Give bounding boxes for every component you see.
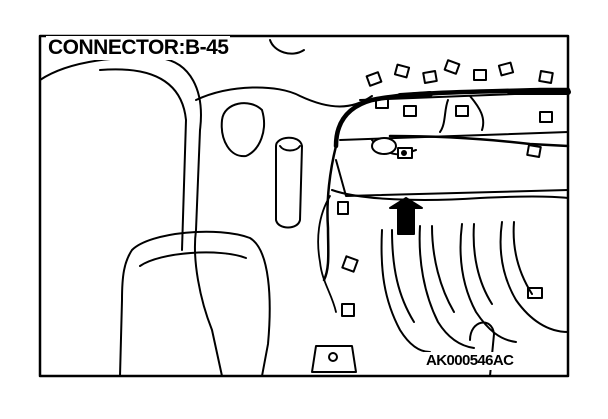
washer-tank-cap [279,145,301,152]
connector-title: CONNECTOR:B-45 [46,36,231,60]
harness-branch-low [317,195,337,313]
strut-tower [195,86,373,108]
battery-housing [119,230,271,377]
harness-right-branch [388,134,570,148]
fender-inner-line [99,68,187,251]
hood-hinge-area [269,39,305,55]
harness-branch-down [322,144,338,282]
lower-hose [469,321,495,377]
connector-group-top [365,59,554,123]
connector-b45 [371,137,413,159]
shock-mount [220,102,265,158]
bracket [311,345,357,373]
cylinder-head-edge [331,189,569,201]
indicator-arrow [389,197,423,235]
figure-reference-code: AK000546AC [424,352,516,370]
washer-tank-left [275,136,303,229]
connector-group-lower [337,144,543,317]
drawing-content [39,39,571,377]
dark-harness-band [397,89,571,99]
harness-loop [439,95,485,133]
intake-runners [380,221,569,353]
fender-outline [39,56,223,377]
battery-housing-inner [139,251,247,267]
